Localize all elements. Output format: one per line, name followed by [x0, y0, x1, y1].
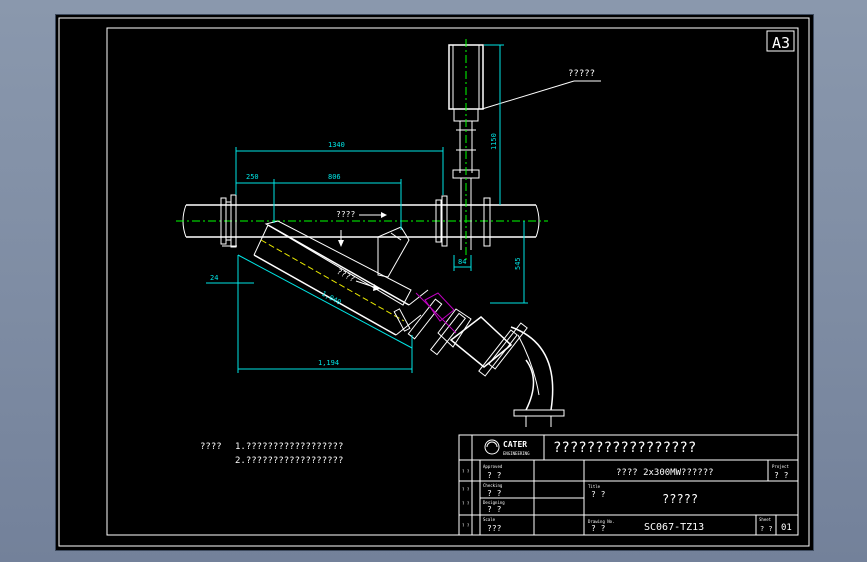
valve-actuator: [448, 39, 484, 260]
dim-545: 545: [514, 257, 522, 270]
drawing-no-marker: ? ?: [591, 524, 606, 533]
dim-24: 24: [210, 274, 218, 282]
side-label-1: ? ?: [462, 469, 470, 474]
designing-label: Designing: [483, 500, 505, 505]
flange-right-2: [441, 195, 448, 247]
drawing-no-label: Drawing No.: [588, 519, 615, 524]
dimensions: 1340 250 806 1150 84 545 24 1,040 1,194: [206, 44, 528, 373]
branch-pipe: [253, 220, 429, 336]
title-label: Title: [588, 484, 601, 489]
flange-right-3: [483, 197, 491, 247]
approved-label: Approved: [483, 464, 503, 469]
dim-250: 250: [246, 173, 259, 181]
sheet-label: Sheet: [759, 517, 772, 522]
side-label-2: ? ?: [462, 487, 470, 492]
scale-label: Scale: [483, 517, 496, 522]
side-label-3: ? ?: [462, 501, 470, 506]
notes-heading: ????: [200, 442, 222, 452]
project-title: ?????????????????: [553, 440, 696, 456]
sheet-number: 01: [781, 523, 792, 533]
logo-text: CATER: [503, 440, 527, 449]
project-name: ???? 2x300MW??????: [616, 468, 714, 478]
scale-value: ???: [487, 524, 502, 533]
dim-1040: 1,040: [320, 290, 342, 307]
notes: ???? 1.?????????????????? 2.????????????…: [200, 442, 343, 466]
dim-84: 84: [458, 258, 466, 266]
sheet-value: ? ?: [760, 525, 773, 533]
branch-flow-label: ????: [335, 267, 356, 284]
drawing-number: SC067-TZ13: [644, 522, 704, 533]
notes-line-2: 2.??????????????????: [235, 456, 343, 466]
notes-line-1: 1.??????????????????: [235, 442, 343, 452]
drawing-title: ?????: [662, 492, 698, 506]
sheet-size-box: [766, 30, 795, 52]
project-phase-label: Project: [772, 464, 789, 469]
logo-icon: [484, 439, 500, 455]
logo-subtext: ENGINEERING: [503, 451, 530, 456]
main-flow-label: ????: [336, 210, 355, 219]
dim-1340: 1340: [328, 141, 345, 149]
title-block: CATER ENGINEERING ????????????????? ? ? …: [458, 434, 799, 536]
designing-value: ? ?: [487, 505, 502, 514]
outlet-elbow: [407, 292, 565, 427]
approved-value: ? ?: [487, 471, 502, 480]
main-pipe: [176, 194, 548, 248]
flange-right-1: [435, 199, 442, 243]
project-phase-value: ? ?: [774, 471, 789, 480]
drawing-canvas: A3 ???? ????: [58, 17, 810, 547]
sheet-size-label: A3: [772, 34, 790, 52]
checking-label: Checking: [483, 483, 503, 488]
inner-frame: [106, 27, 799, 536]
checking-value: ? ?: [487, 489, 502, 498]
cad-viewport[interactable]: A3 ???? ????: [55, 14, 814, 551]
dim-806: 806: [328, 173, 341, 181]
dim-1194: 1,194: [318, 359, 339, 367]
side-label-4: ? ?: [462, 523, 470, 528]
title-value: ? ?: [591, 490, 606, 499]
outer-border: [58, 17, 810, 547]
dim-1150: 1150: [490, 133, 498, 150]
callout-label: ?????: [568, 69, 595, 79]
